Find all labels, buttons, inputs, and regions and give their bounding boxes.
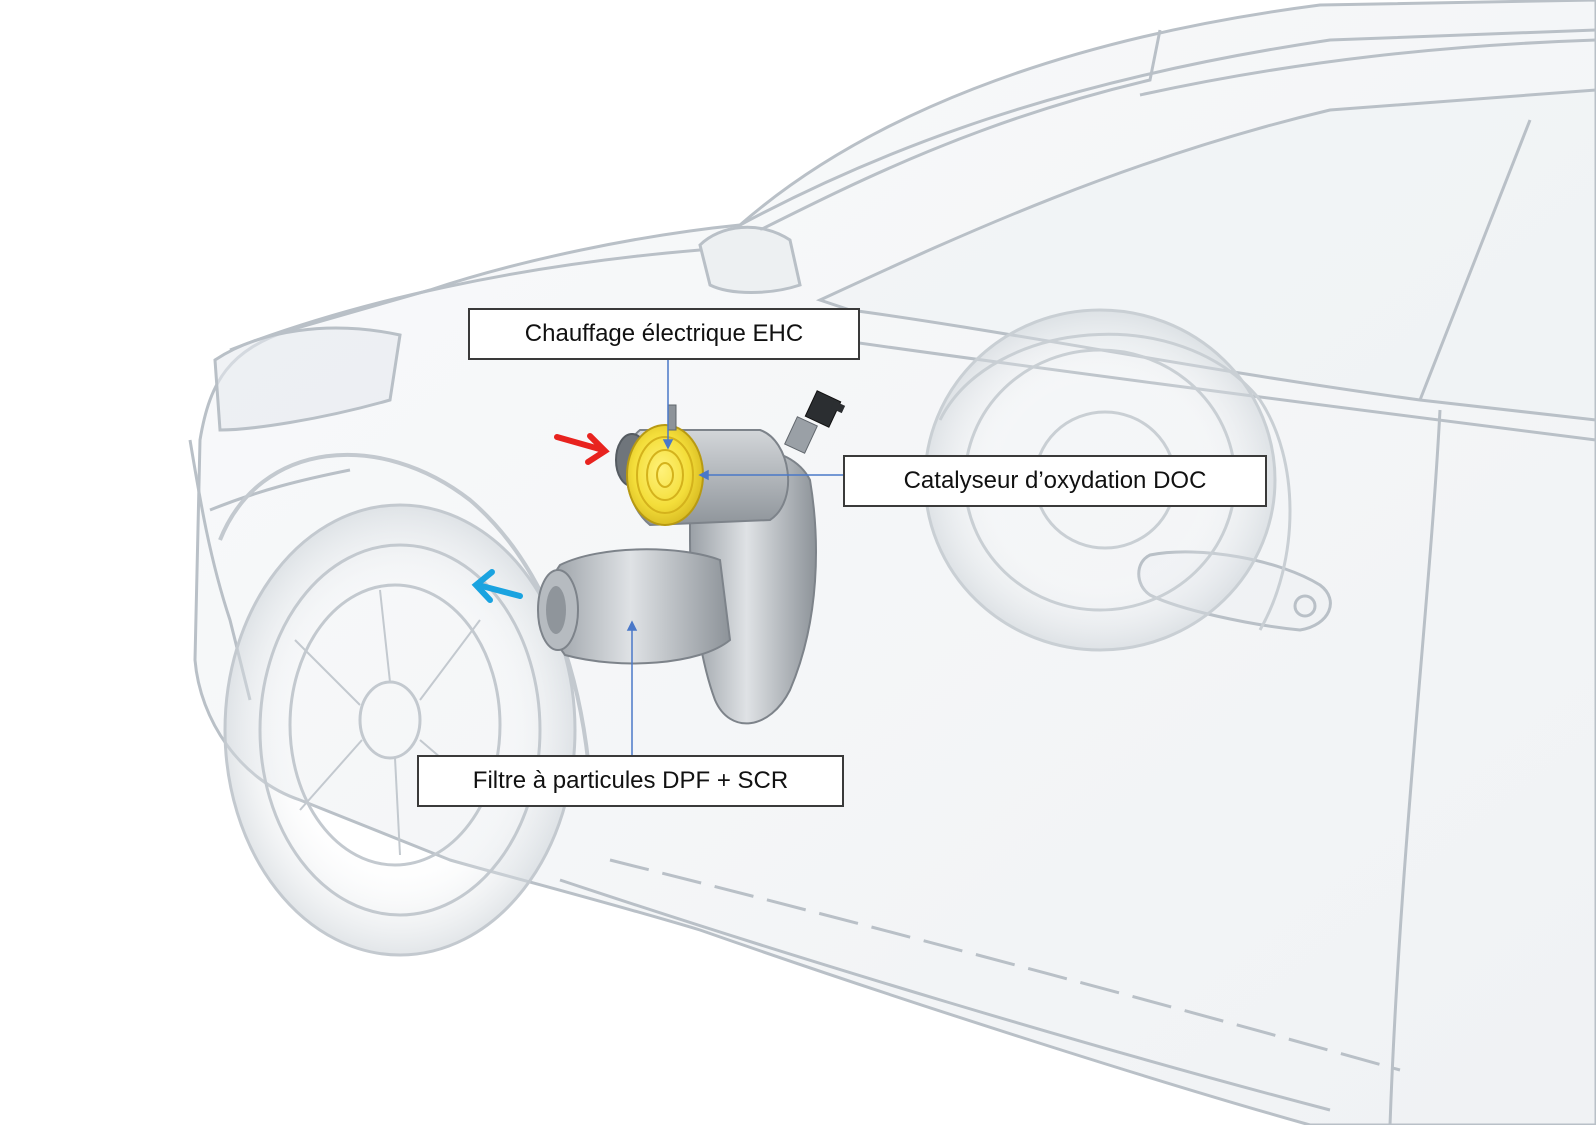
- headlight: [213, 326, 402, 432]
- hood-line: [229, 248, 701, 352]
- wheel-arch: [218, 452, 592, 781]
- heater-connector: [667, 404, 677, 431]
- rocker-line: [609, 858, 1401, 1072]
- leader-lines: [626, 360, 843, 755]
- front-wheel: [218, 452, 592, 957]
- air-intake: [209, 468, 351, 512]
- inlet-flow-arrow: [554, 433, 610, 465]
- windshield-frame: [739, 28, 1596, 227]
- front-bumper: [188, 439, 252, 701]
- side-window: [815, 88, 1596, 422]
- heater-coil: [636, 436, 694, 514]
- side-mirror: [698, 225, 802, 294]
- b-pillar: [1418, 119, 1532, 401]
- lock-cylinder: [1293, 594, 1317, 618]
- door-seam-front: [1388, 409, 1442, 1125]
- rear-wheel-arch: [938, 332, 1292, 631]
- label-particulate-filter: Filtre à particules DPF + SCR: [417, 755, 844, 807]
- door-seam-bottom: [559, 878, 1331, 1112]
- rim-spokes: [294, 589, 491, 856]
- outlet-flow-arrow: [471, 569, 523, 603]
- label-electric-heater: Chauffage électrique EHC: [468, 308, 860, 360]
- urea-injector: [784, 390, 846, 454]
- outlet-pipe-inner: [546, 586, 566, 634]
- roof-line: [1139, 38, 1596, 97]
- label-oxidation-catalyst: Catalyseur d’oxydation DOC: [843, 455, 1267, 507]
- a-pillar: [759, 29, 1162, 232]
